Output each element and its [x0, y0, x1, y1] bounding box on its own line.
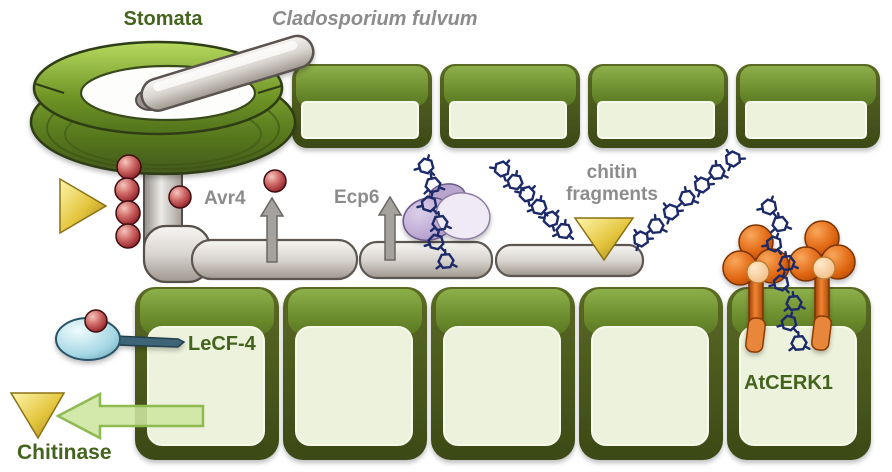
- avr4-sphere: [115, 223, 141, 249]
- lecf4-receptor: [55, 309, 186, 361]
- cell-top-face: [584, 289, 718, 335]
- cell-top-face: [140, 289, 274, 335]
- plant-cell: [440, 64, 580, 148]
- cell-interior: [591, 326, 709, 446]
- plant-cell: [292, 64, 432, 148]
- cell-top-face: [444, 66, 576, 106]
- chitinase-arrow-left-icon: [55, 391, 205, 441]
- hypha-segment: [358, 240, 494, 280]
- plant-cell: [135, 287, 279, 460]
- ecp6-protein: [402, 183, 491, 242]
- cell-interior: [597, 101, 715, 139]
- cell-top-face: [296, 66, 428, 106]
- atcerk1-receptor: [722, 224, 790, 353]
- chitin-fragments-label-line2: fragments: [566, 184, 658, 205]
- receptor-center: [812, 256, 836, 280]
- chitinase-label: Chitinase: [17, 441, 112, 464]
- chitin-ring: [717, 143, 747, 172]
- cell-interior: [443, 326, 561, 446]
- ecp6-label: Ecp6: [334, 187, 379, 208]
- hypha-segment: [494, 243, 645, 278]
- cell-interior: [739, 326, 857, 446]
- secretion-arrow-up-icon: [377, 195, 403, 261]
- stomata-structure: [29, 34, 315, 176]
- chitin-ring: [413, 151, 440, 177]
- hypha-highlight: [153, 41, 298, 92]
- chitin-ring: [538, 202, 567, 232]
- avr4-sphere: [115, 200, 141, 226]
- cell-top-face: [740, 66, 876, 106]
- chitin-ring: [488, 152, 518, 182]
- yellow-arrowhead-right-icon: [59, 177, 108, 235]
- avr4-spheres: [114, 154, 287, 249]
- avr4-sphere: [168, 185, 192, 209]
- lecf4-label: LeCF-4: [188, 333, 257, 355]
- chitin-ring: [704, 158, 729, 181]
- receptor-center: [746, 260, 770, 284]
- avr4-sphere: [84, 309, 108, 333]
- cell-top-face: [592, 66, 724, 106]
- plant-cell: [736, 64, 880, 148]
- avr4-label: Avr4: [204, 188, 246, 209]
- cell-interior: [301, 101, 419, 139]
- secretion-arrow-up-icon: [259, 196, 285, 263]
- chitin-ring: [514, 177, 544, 207]
- plant-cell: [431, 287, 575, 460]
- avr4-sphere: [116, 154, 142, 180]
- pathogen-label: Cladosporium fulvum: [272, 8, 478, 30]
- chitin-ring: [674, 184, 700, 208]
- cell-top-face: [436, 289, 570, 335]
- cell-interior: [295, 326, 413, 446]
- top-cell-row: [292, 64, 880, 148]
- cell-top-face: [288, 289, 422, 335]
- chitin-fragment-left: [488, 152, 577, 241]
- plant-cell: [588, 64, 728, 148]
- atcerk1-label: AtCERK1: [744, 372, 833, 394]
- avr4-sphere: [114, 177, 140, 203]
- yellow-arrowhead-down-icon: [9, 392, 66, 440]
- chitin-fragments-label-line1: chitin: [587, 162, 638, 183]
- atcerk1-receptor: [788, 220, 856, 351]
- stomata-label: Stomata: [124, 8, 204, 30]
- receptor-foot: [745, 317, 766, 353]
- guard-cell-seam: [257, 85, 282, 94]
- plant-cell: [283, 287, 427, 460]
- guard-cell-seam: [35, 83, 65, 94]
- cell-interior: [449, 101, 567, 139]
- chitin-ring: [643, 212, 668, 235]
- receptor-foot: [811, 315, 832, 351]
- cell-interior: [745, 101, 867, 139]
- plant-cell: [579, 287, 723, 460]
- avr4-sphere: [263, 169, 287, 193]
- yellow-arrowhead-down-icon: [573, 217, 635, 262]
